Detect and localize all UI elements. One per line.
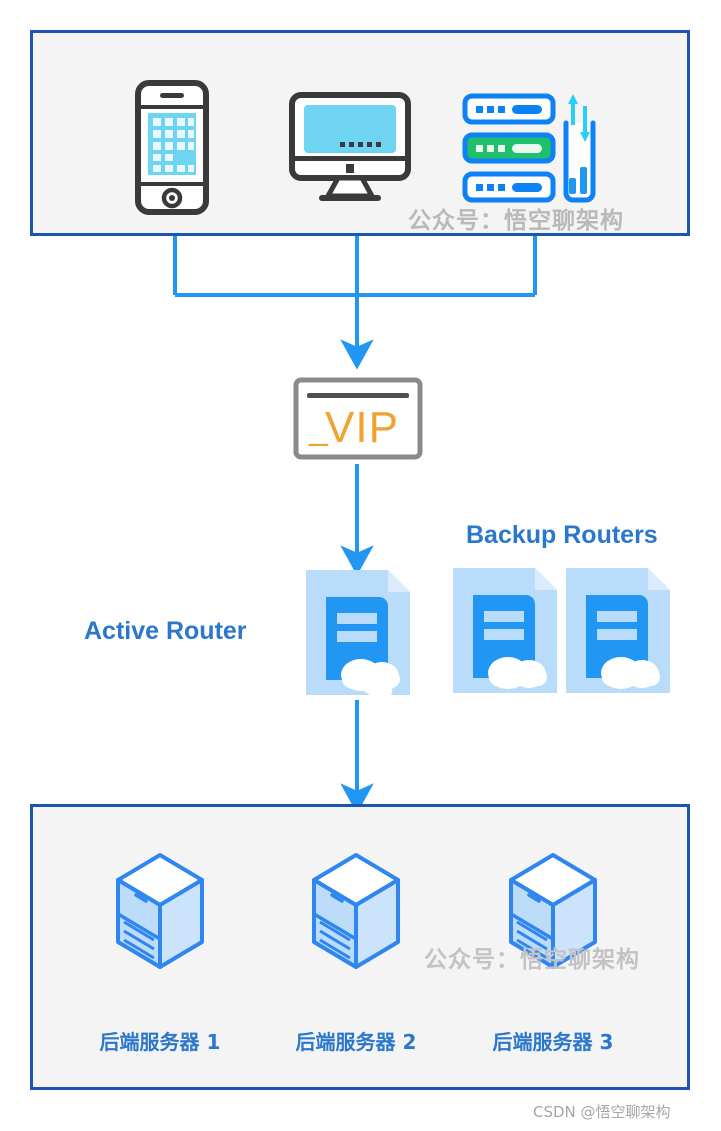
watermark-top: 公众号：悟空聊架构: [408, 208, 624, 234]
csdn-credit: CSDN @悟空聊架构: [533, 1103, 671, 1121]
backend-server-1-icon: [114, 846, 206, 976]
router-backup-2-icon: [566, 568, 670, 693]
backend-server-3-label: 后端服务器 3: [492, 1030, 614, 1054]
smartphone-icon: [135, 80, 209, 215]
backend-server-2-icon: [310, 846, 402, 976]
watermark-bottom: 公众号：悟空聊架构: [424, 947, 640, 973]
vip-card-icon: _ VIP: [293, 377, 423, 460]
active-router-label: Active Router: [84, 617, 247, 645]
backend-server-3-icon: [507, 846, 599, 976]
router-backup-1-icon: [453, 568, 557, 693]
router-active-icon: [306, 570, 410, 702]
svg-text:_: _: [308, 409, 329, 447]
svg-text:VIP: VIP: [325, 403, 399, 452]
backend-server-2-label: 后端服务器 2: [295, 1030, 417, 1054]
backend-server-1-label: 后端服务器 1: [99, 1030, 221, 1054]
server-rack-icon: [462, 92, 597, 204]
backup-routers-label: Backup Routers: [466, 521, 658, 549]
desktop-monitor-icon: [288, 92, 412, 204]
